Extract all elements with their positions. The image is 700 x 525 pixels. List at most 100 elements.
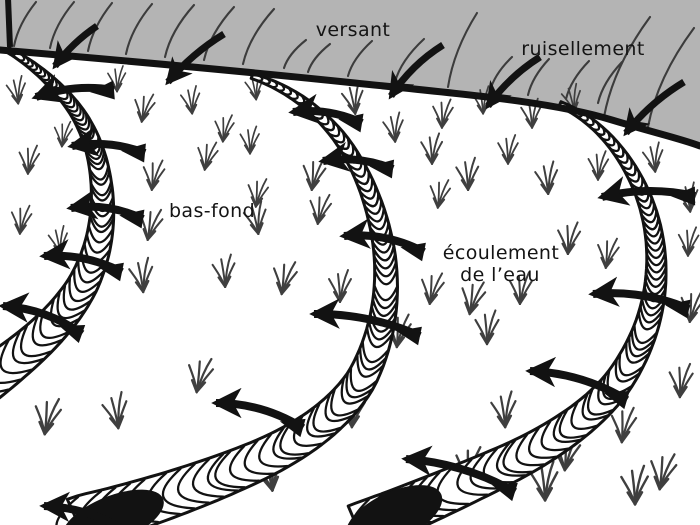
channel-rib [357,178,374,193]
label-bas-fond: bas-fond [169,200,255,222]
channel-rib [284,86,293,96]
arrow-tail-flare [400,242,426,262]
channel-rib [87,155,107,171]
channel-rib [640,210,658,224]
channel-rib [586,117,595,127]
channel-rib [639,306,663,324]
channel-rib [86,234,113,254]
channel-rib [33,65,43,75]
channel-rib [176,463,211,504]
arrow-tail-flare [338,113,364,133]
channel-rib [258,433,289,468]
channel-rib [637,312,662,331]
channel-rib [0,339,33,375]
channel-rib [528,427,558,459]
grass-tuft [34,397,63,436]
channel-rib [312,403,342,433]
arrow-tail-flare [604,390,630,410]
channel-rib [0,378,21,385]
runoff-arrow-4 [485,54,542,110]
channel-rib [324,393,353,423]
grass-tuft [101,390,128,430]
grass-tuft [557,221,582,255]
grass-tuft [309,193,333,225]
channel-rib [86,150,106,166]
channel-rib [496,442,527,477]
arrow-tail-flare [279,418,306,438]
channel-rib [89,216,115,234]
grass-tuft [5,75,26,105]
channel-rib [642,217,660,231]
channel-rib [270,80,279,89]
grass-tuft [340,81,364,115]
grass-tuft [197,141,219,171]
channel-rib [367,215,388,231]
grass-tuft [490,390,517,429]
channel-rib [617,153,629,164]
channel-rib [25,59,34,68]
grass-tuft [272,261,298,296]
grass-tuft [497,134,519,165]
channel-rib [49,299,80,328]
channel-rib [614,359,640,383]
hatch-stroke [346,39,374,78]
channel-mouth [345,485,443,525]
runoff-arrow-2 [165,31,226,86]
grass-tuft [461,281,487,316]
hatch-stroke [602,15,652,119]
grass-tuft [53,120,74,148]
channel-rib [515,433,545,467]
channel-rib [318,114,330,126]
grass-tuft [247,178,270,208]
channel-rib [586,389,614,416]
label-ecoulement-line2: de l’eau [460,264,540,286]
channel-rib [345,372,373,399]
labels: versant ruisellement bas-fond écoulement… [169,19,644,286]
grass-tuft [610,406,638,444]
channel-rib [646,260,667,274]
arrow-tail-flare [671,186,696,206]
channel-rib [65,100,79,113]
arrow-tail-flare [121,143,146,163]
grass-tuft [620,464,649,506]
channel-rib [68,104,82,117]
channel-rib [613,147,625,158]
arrow-tail-flare [396,326,422,346]
grass-tuft [179,85,201,115]
label-ruisellement: ruisellement [521,38,644,60]
grass-tuft [128,256,154,294]
channel-rib [340,378,369,405]
channel-rib [368,320,395,341]
grass-tuft [421,272,445,305]
arrow-tail-flare [492,482,518,502]
channel-rib [643,224,662,238]
channel-rib [570,401,598,431]
channel-rib [581,393,609,421]
channel-rib [68,277,97,303]
grass-tuft [214,114,235,143]
arrow-tail-flare [98,262,124,282]
grass-tuft [677,226,700,257]
hatch-stroke [282,38,308,70]
channel-rib [332,131,346,144]
channel-rib [361,341,389,364]
grass-tuft [474,309,500,346]
channel-rib [373,254,396,270]
arrow-tail-flare [59,325,86,343]
channel-rib [191,458,225,498]
channel-rib [456,458,489,496]
hatch-stroke [526,57,551,97]
channel-rib [89,165,110,181]
edge-mark [5,0,13,48]
channel-rib [645,238,665,252]
channel-rib [56,291,86,320]
channel-rib [277,83,286,92]
channel-rib [349,498,370,525]
channel-rib [601,131,611,142]
grass-tuft [597,237,620,269]
channel-rib [540,420,570,452]
channel-rib [618,354,644,377]
channel-rib [552,413,581,444]
